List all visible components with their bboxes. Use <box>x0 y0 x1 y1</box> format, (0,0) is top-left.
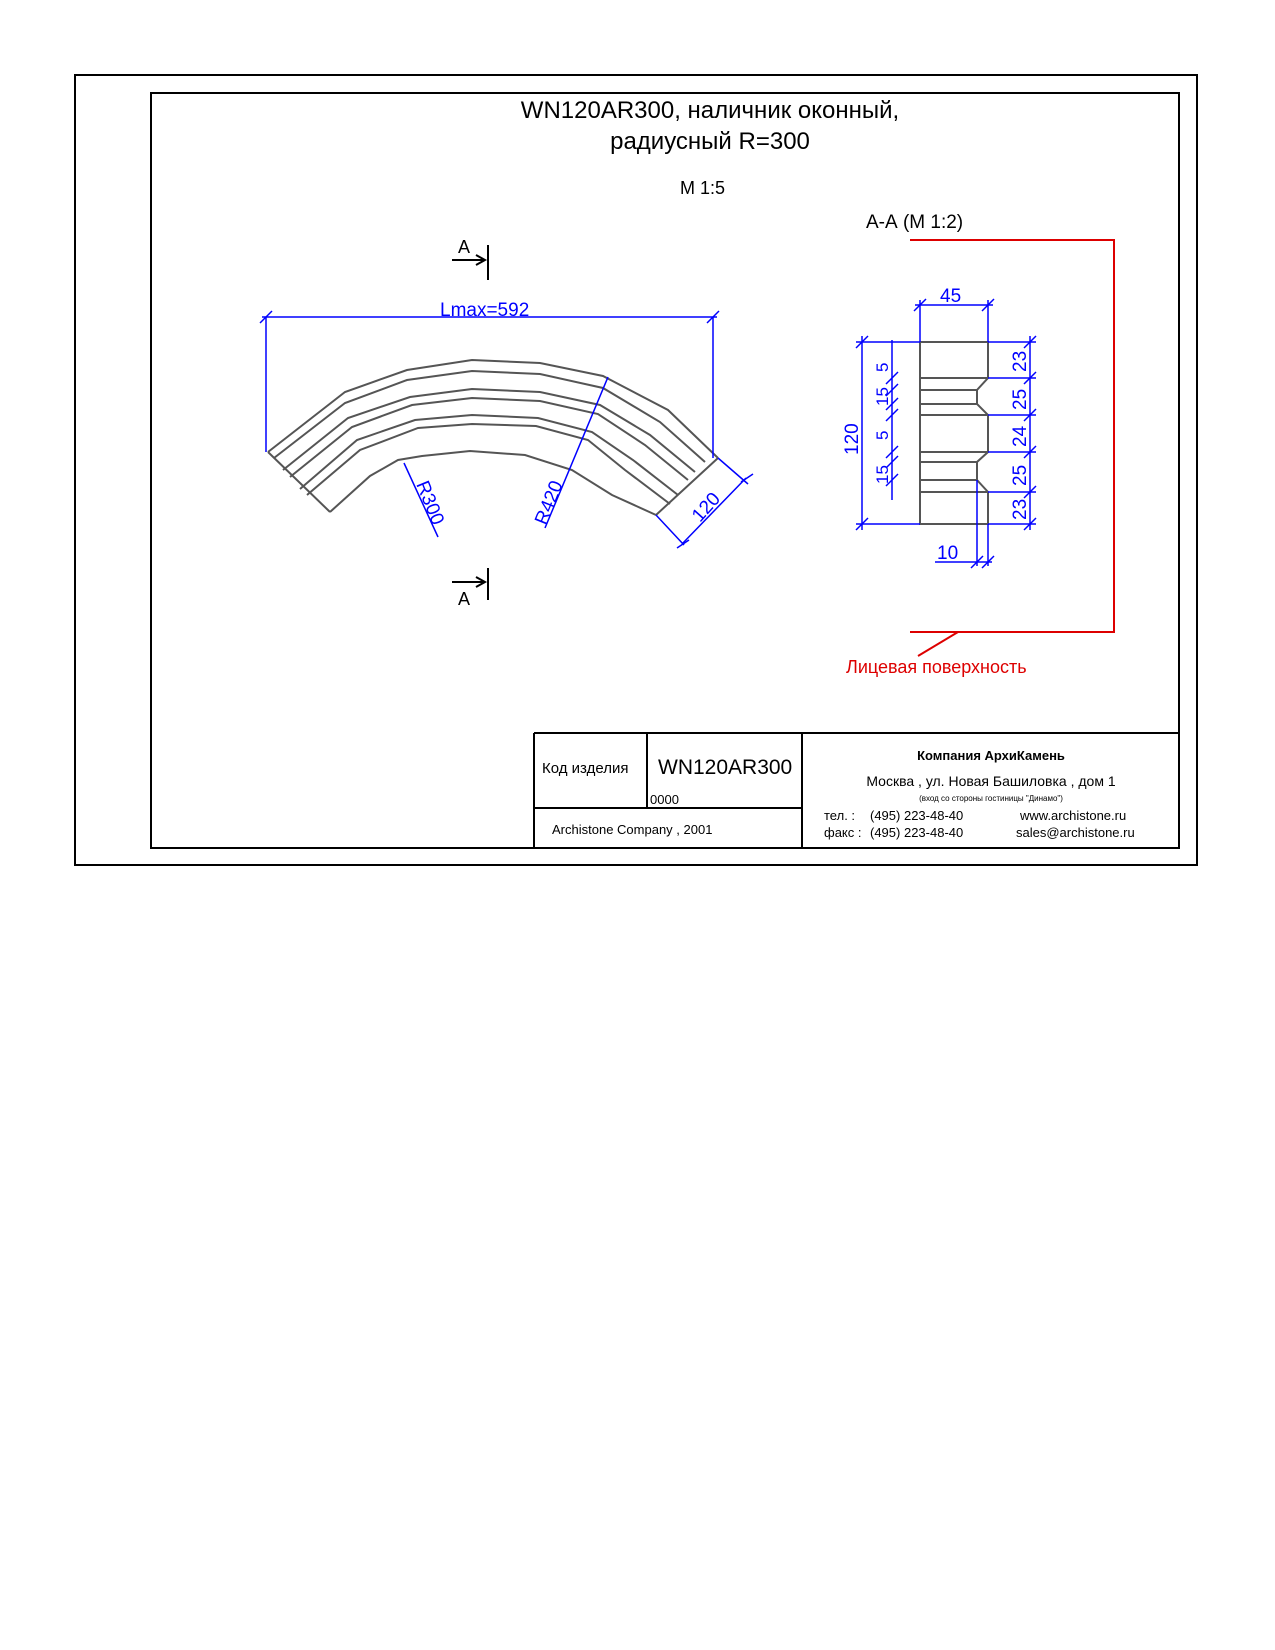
w45-tick-right <box>981 298 995 312</box>
cut-arrowhead-top <box>475 254 488 266</box>
w120-ext-bottom <box>655 514 685 546</box>
w120-tick-top <box>740 473 754 483</box>
w120-tick-bottom <box>676 539 690 549</box>
section-mark-bottom: А <box>458 589 470 609</box>
left-tick-5 <box>885 445 899 459</box>
sec-width-label: 45 <box>940 286 961 307</box>
title-block-grid <box>533 732 1180 849</box>
section-title: А-А (М 1:2) <box>866 212 964 233</box>
drawing-title-line1: WN120AR300, наличник оконный, <box>520 97 900 124</box>
left-15b-label: 15 <box>873 465 892 484</box>
left-tick-2 <box>885 383 899 397</box>
cut-arrowhead-bottom <box>475 576 488 588</box>
right-25b-label: 25 <box>1010 465 1031 486</box>
arc-groove-3 <box>289 396 689 481</box>
lmax-tick-right <box>706 310 720 324</box>
sec-height-label: 120 <box>842 423 863 455</box>
right-23b-label: 23 <box>1010 499 1031 520</box>
right-25a-label: 25 <box>1010 389 1031 410</box>
drawing-title-line2: радиусный R=300 <box>610 128 810 155</box>
code-value: WN120AR300 <box>658 756 793 779</box>
left-5b-label: 5 <box>873 431 892 440</box>
r420-leader <box>544 376 609 529</box>
copyright: Archistone Company , 2001 <box>552 822 713 837</box>
right-23a-label: 23 <box>1010 351 1031 372</box>
left-tick-6 <box>885 455 899 469</box>
arc-right-end <box>655 457 719 516</box>
left-tick-7 <box>885 473 899 487</box>
left-tick-3 <box>885 397 899 411</box>
lmax-tick-left <box>259 310 273 324</box>
website: www.archistone.ru <box>1020 808 1127 823</box>
tel-label: тел. : <box>824 808 856 823</box>
sec-groove-depth-label: 10 <box>937 543 958 564</box>
left-tick-1 <box>885 371 899 385</box>
email: sales@archistone.ru <box>1016 825 1135 840</box>
company-address: Москва , ул. Новая Башиловка , дом 1 <box>866 773 1116 789</box>
address-note: (вход со стороны гостиницы "Динамо") <box>919 794 1063 803</box>
right-tick-3 <box>1023 408 1037 422</box>
left-tick-4 <box>885 408 899 422</box>
d10-tick-right <box>981 555 995 569</box>
tel-value: (495) 223-48-40 <box>870 808 964 823</box>
section-profile <box>919 341 989 525</box>
face-bracket-line <box>910 239 1115 633</box>
right-tick-1 <box>1023 335 1037 349</box>
code-label: Код изделия <box>542 760 629 777</box>
right-tick-5 <box>1023 485 1037 499</box>
r420-label: R420 <box>531 478 567 528</box>
face-leader <box>917 631 959 657</box>
fax-value: (495) 223-48-40 <box>870 825 964 840</box>
d10-tick-left <box>970 555 984 569</box>
left-5a-label: 5 <box>873 363 892 372</box>
r300-label: R300 <box>411 478 447 528</box>
right-tick-4 <box>1023 445 1037 459</box>
h120-tick-top <box>855 335 869 349</box>
face-label: Лицевая поверхность <box>846 657 1027 677</box>
inner-frame <box>150 92 1180 849</box>
w120-dim-line <box>681 477 747 545</box>
right-24-label: 24 <box>1010 425 1031 447</box>
arc-groove-4 <box>299 413 679 496</box>
main-scale: М 1:5 <box>680 178 726 198</box>
width-label: 120 <box>688 489 725 527</box>
arc-part <box>267 358 719 516</box>
left-15a-label: 15 <box>873 387 892 406</box>
r300-leader <box>403 462 439 538</box>
arc-outer-edge <box>267 358 719 459</box>
arc-inner-edge <box>329 449 657 516</box>
arc-dimensions <box>259 310 754 549</box>
company-name: Компания АрхиКамень <box>917 748 1065 763</box>
code-sub: 0000 <box>650 792 679 807</box>
section-mark-top: А <box>458 237 470 257</box>
section-dimensions <box>855 298 1037 569</box>
face-surface-bracket <box>910 239 1115 657</box>
arc-groove-2 <box>282 387 696 473</box>
arc-groove-1 <box>273 369 706 463</box>
w45-tick-left <box>913 298 927 312</box>
section-markers <box>452 245 489 600</box>
outer-frame <box>74 74 1198 866</box>
fax-label: факс : <box>824 825 862 840</box>
right-tick-2 <box>1023 371 1037 385</box>
right-tick-6 <box>1023 517 1037 531</box>
arc-groove-5 <box>306 422 671 505</box>
profile-outline <box>919 341 989 525</box>
w120-ext-top <box>717 457 749 485</box>
arc-left-end <box>267 451 331 513</box>
h120-tick-bottom <box>855 517 869 531</box>
lmax-label: Lmax=592 <box>440 300 529 321</box>
